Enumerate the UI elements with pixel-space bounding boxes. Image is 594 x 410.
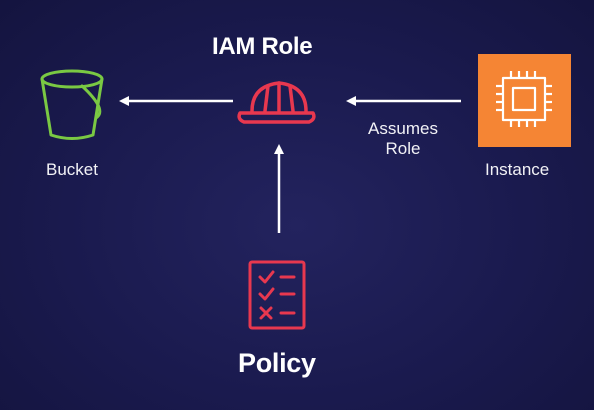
instance-label: Instance (485, 160, 550, 179)
bucket-label: Bucket (46, 160, 98, 179)
assumes-role-label-line1: Assumes (368, 119, 438, 138)
ec2-chip-icon (478, 54, 571, 147)
bucket-icon (40, 69, 104, 140)
assumes-role-label-line2: Role (385, 139, 421, 158)
assumes-role-label: Assumes Role (358, 119, 448, 159)
policy-title: Policy (238, 348, 316, 378)
iam-role-title: IAM Role (212, 33, 313, 60)
checklist-icon (248, 260, 306, 330)
hard-hat-icon (237, 81, 316, 124)
